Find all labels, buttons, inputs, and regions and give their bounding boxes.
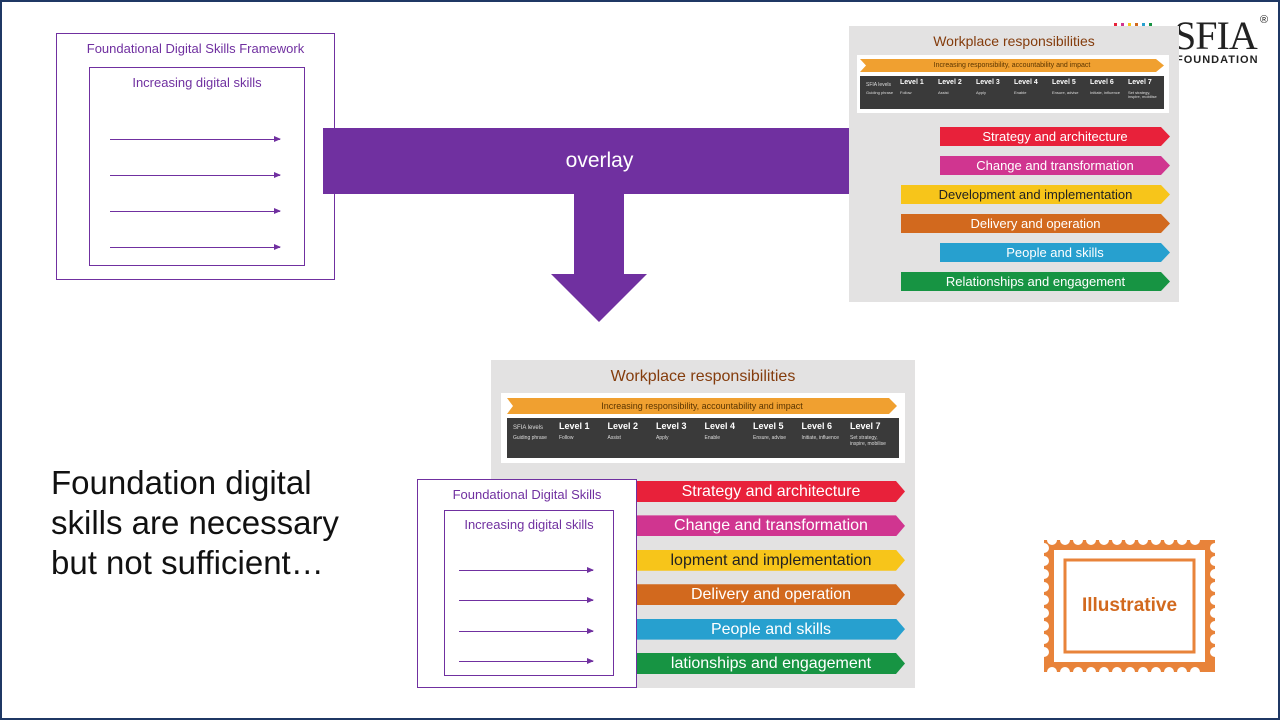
level-heading: Level 7	[1128, 79, 1152, 86]
levels-card: Increasing responsibility, accountabilit…	[857, 55, 1169, 113]
level-phrase: Assist	[938, 90, 949, 95]
increasing-arrow: Increasing responsibility, accountabilit…	[860, 59, 1164, 72]
bottom-framework-inner-title: Increasing digital skills	[464, 517, 594, 532]
sfia-logo: SFIA ® FOUNDATION	[1110, 12, 1270, 68]
level-heading: Level 2	[607, 421, 639, 431]
level-heading: Level 5	[753, 421, 784, 431]
responsibility-arrow: Delivery and operation	[901, 214, 1170, 233]
skill-arrow	[110, 172, 281, 178]
level-phrase: Initiate, influence	[1090, 90, 1121, 95]
overlay-arrow-head	[551, 274, 647, 322]
workplace-title: Workplace responsibilities	[933, 33, 1095, 49]
level-phrase: Follow	[559, 435, 574, 441]
level-heading: Level 1	[559, 421, 590, 431]
level-heading: Level 5	[1052, 79, 1076, 86]
level-phrase: Ensure, advise	[753, 435, 787, 441]
responsibility-arrow: lopment and implementation	[637, 550, 905, 571]
sfia-levels-label: SFIA levels	[866, 82, 892, 88]
skill-arrow	[110, 208, 281, 214]
skill-arrow	[459, 628, 594, 634]
overlay-arrow-bar: overlay	[323, 128, 876, 194]
responsibility-arrow: Strategy and architecture	[637, 481, 905, 502]
level-heading: Level 1	[900, 79, 924, 86]
overlay-label: overlay	[565, 149, 634, 172]
stamp-icon	[1044, 540, 1215, 672]
skill-arrow	[459, 567, 594, 573]
workplace-title: Workplace responsibilities	[610, 368, 796, 385]
level-phrase: Set strategy, inspire, mobilise	[1128, 90, 1157, 100]
responsibility-arrow: People and skills	[637, 619, 905, 640]
level-heading: Level 4	[704, 421, 736, 431]
level-heading: Level 6	[1090, 79, 1114, 86]
responsibility-arrow: Relationships and engagement	[901, 272, 1170, 291]
top-framework-title: Foundational Digital Skills Framework	[86, 41, 305, 56]
stamp-label: Illustrative	[1081, 595, 1178, 616]
level-phrase: Enable	[704, 435, 721, 441]
bottom-framework-title: Foundational Digital Skills	[452, 487, 602, 502]
responsibility-arrow: Change and transformation	[940, 156, 1170, 175]
guiding-phrase-label: Guiding phrase	[866, 90, 894, 95]
logo-text: SFIA	[1174, 13, 1258, 58]
level-phrase: Ensure, advise	[1052, 90, 1079, 95]
responsibility-arrow: lationships and engagement	[637, 653, 905, 674]
level-phrase: Apply	[656, 435, 669, 441]
guiding-phrase-label: Guiding phrase	[513, 435, 547, 441]
increasing-arrow: Increasing responsibility, accountabilit…	[507, 398, 897, 414]
responsibility-arrow: Strategy and architecture	[940, 127, 1170, 146]
level-phrase: Apply	[976, 90, 987, 95]
top-framework-inner-title: Increasing digital skills	[132, 75, 262, 90]
level-phrase: Set strategy, inspire, mobilise	[850, 435, 886, 447]
level-phrase: Assist	[607, 435, 621, 441]
responsibility-arrow: People and skills	[940, 243, 1170, 262]
statement-text: Foundation digital skills are necessary …	[51, 464, 339, 581]
top-framework-box: Foundational Digital Skills Framework In…	[56, 33, 335, 280]
top-framework-inner: Increasing digital skills	[89, 67, 305, 266]
responsibility-arrow: Development and implementation	[901, 185, 1170, 204]
level-heading: Level 4	[1014, 79, 1038, 86]
level-heading: Level 6	[801, 421, 833, 431]
sfia-levels-label: SFIA levels	[513, 425, 544, 431]
level-phrase: Follow	[900, 90, 912, 95]
skill-arrow	[110, 136, 281, 142]
level-phrase: Enable	[1014, 90, 1027, 95]
workplace-panel-bottom: Workplace responsibilities Increasing re…	[491, 360, 915, 688]
skill-arrow	[459, 658, 594, 664]
overlay-arrow-shaft	[574, 192, 624, 276]
illustrative-stamp: Illustrative	[1042, 538, 1217, 674]
level-heading: Level 3	[656, 421, 687, 431]
bottom-framework-inner: Increasing digital skills	[444, 510, 614, 676]
skill-arrow	[459, 597, 594, 603]
level-heading: Level 3	[976, 79, 1000, 86]
logo-registered: ®	[1260, 14, 1269, 26]
bottom-framework-box: Foundational Digital Skills Increasing d…	[417, 479, 637, 688]
logo-sub: FOUNDATION	[1176, 54, 1259, 66]
level-phrase: Initiate, influence	[801, 435, 840, 441]
skill-arrow	[110, 244, 281, 250]
level-heading: Level 2	[938, 79, 962, 86]
level-heading: Level 7	[850, 421, 881, 431]
responsibility-arrow: Delivery and operation	[637, 584, 905, 605]
responsibility-arrow: Change and transformation	[637, 515, 905, 536]
workplace-panel-top: Workplace responsibilities Increasing re…	[849, 26, 1179, 302]
levels-card: Increasing responsibility, accountabilit…	[501, 393, 905, 463]
